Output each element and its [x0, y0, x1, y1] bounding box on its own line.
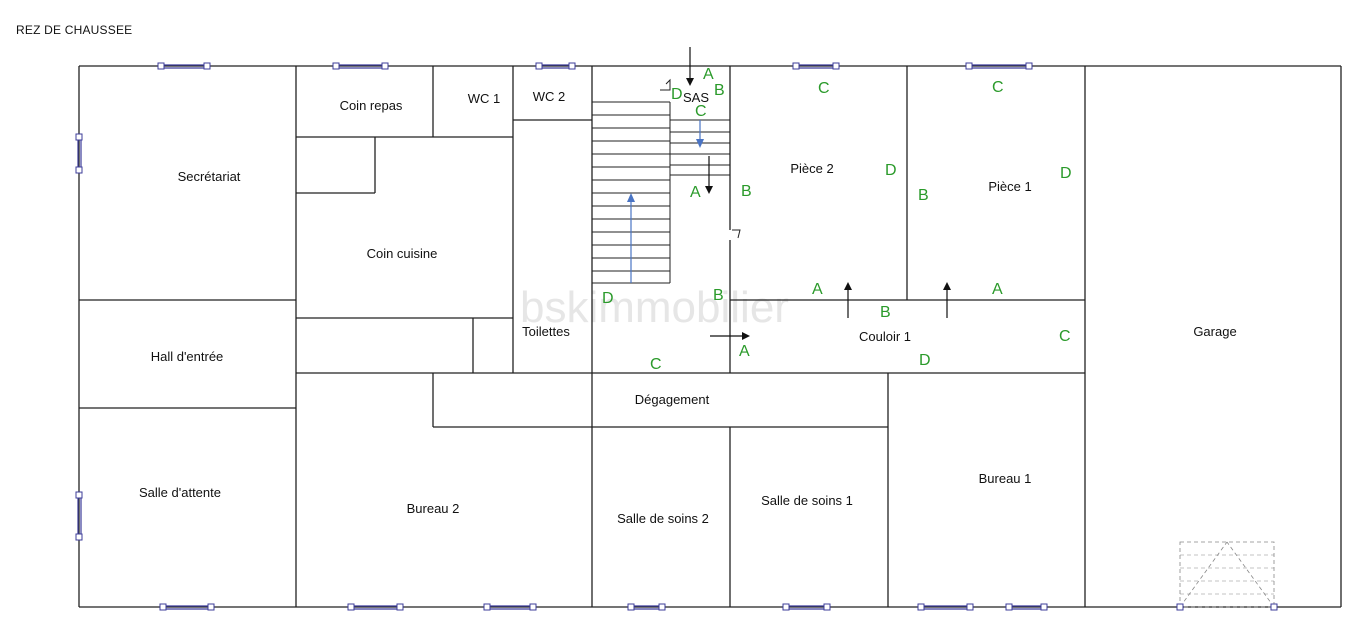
- marker-piece1-b: B: [918, 187, 929, 204]
- marker-piece2-c: C: [818, 80, 830, 97]
- room-salle-soins1: Salle de soins 1: [761, 493, 853, 508]
- room-coin-repas: Coin repas: [340, 98, 403, 113]
- marker-sas-c: C: [695, 103, 707, 120]
- room-piece1: Pièce 1: [988, 179, 1031, 194]
- marker-sas-b: B: [714, 82, 725, 99]
- room-bureau2: Bureau 2: [407, 501, 460, 516]
- marker-piece1-d: D: [1060, 165, 1072, 182]
- marker-piece1-a: A: [992, 281, 1003, 298]
- room-toilettes: Toilettes: [522, 324, 570, 339]
- room-salle-attente: Salle d'attente: [139, 485, 221, 500]
- watermark-text: bskimmobilier: [520, 283, 789, 332]
- marker-couloir-c: C: [1059, 328, 1071, 345]
- marker-piece1-c: C: [992, 79, 1004, 96]
- room-coin-cuisine: Coin cuisine: [367, 246, 438, 261]
- marker-stair-d: D: [602, 290, 614, 307]
- room-sas: SAS: [683, 90, 709, 105]
- room-wc1: WC 1: [468, 91, 501, 106]
- room-labels: Secrétariat Coin repas WC 1 WC 2 SAS Piè…: [139, 89, 1237, 526]
- marker-stair-a: A: [690, 184, 701, 201]
- room-secretariat: Secrétariat: [178, 169, 241, 184]
- marker-couloir-b: B: [880, 304, 891, 321]
- marker-couloir-a: A: [739, 343, 750, 360]
- room-bureau1: Bureau 1: [979, 471, 1032, 486]
- room-hall: Hall d'entrée: [151, 349, 224, 364]
- room-degagement: Dégagement: [635, 392, 710, 407]
- windows: [75, 62, 1048, 611]
- walls: [78, 65, 1342, 608]
- marker-piece2-a: A: [812, 281, 823, 298]
- plan-title: REZ DE CHAUSSEE: [16, 23, 133, 37]
- room-wc2: WC 2: [533, 89, 566, 104]
- marker-sas-a: A: [703, 66, 714, 83]
- garage-door: [1176, 541, 1278, 611]
- room-couloir1: Couloir 1: [859, 329, 911, 344]
- room-piece2: Pièce 2: [790, 161, 833, 176]
- staircase: [592, 78, 741, 284]
- room-salle-soins2: Salle de soins 2: [617, 511, 709, 526]
- wall-markers: A D B C A B B D C C D A C B D A B A D C: [602, 66, 1072, 373]
- marker-stair-c: C: [650, 356, 662, 373]
- marker-stair-b: B: [741, 183, 752, 200]
- marker-sas-d: D: [671, 86, 683, 103]
- direction-arrows: [686, 47, 951, 340]
- marker-stair-bottom-b: B: [713, 287, 724, 304]
- marker-piece2-d: D: [885, 162, 897, 179]
- marker-couloir-d: D: [919, 352, 931, 369]
- room-garage: Garage: [1193, 324, 1236, 339]
